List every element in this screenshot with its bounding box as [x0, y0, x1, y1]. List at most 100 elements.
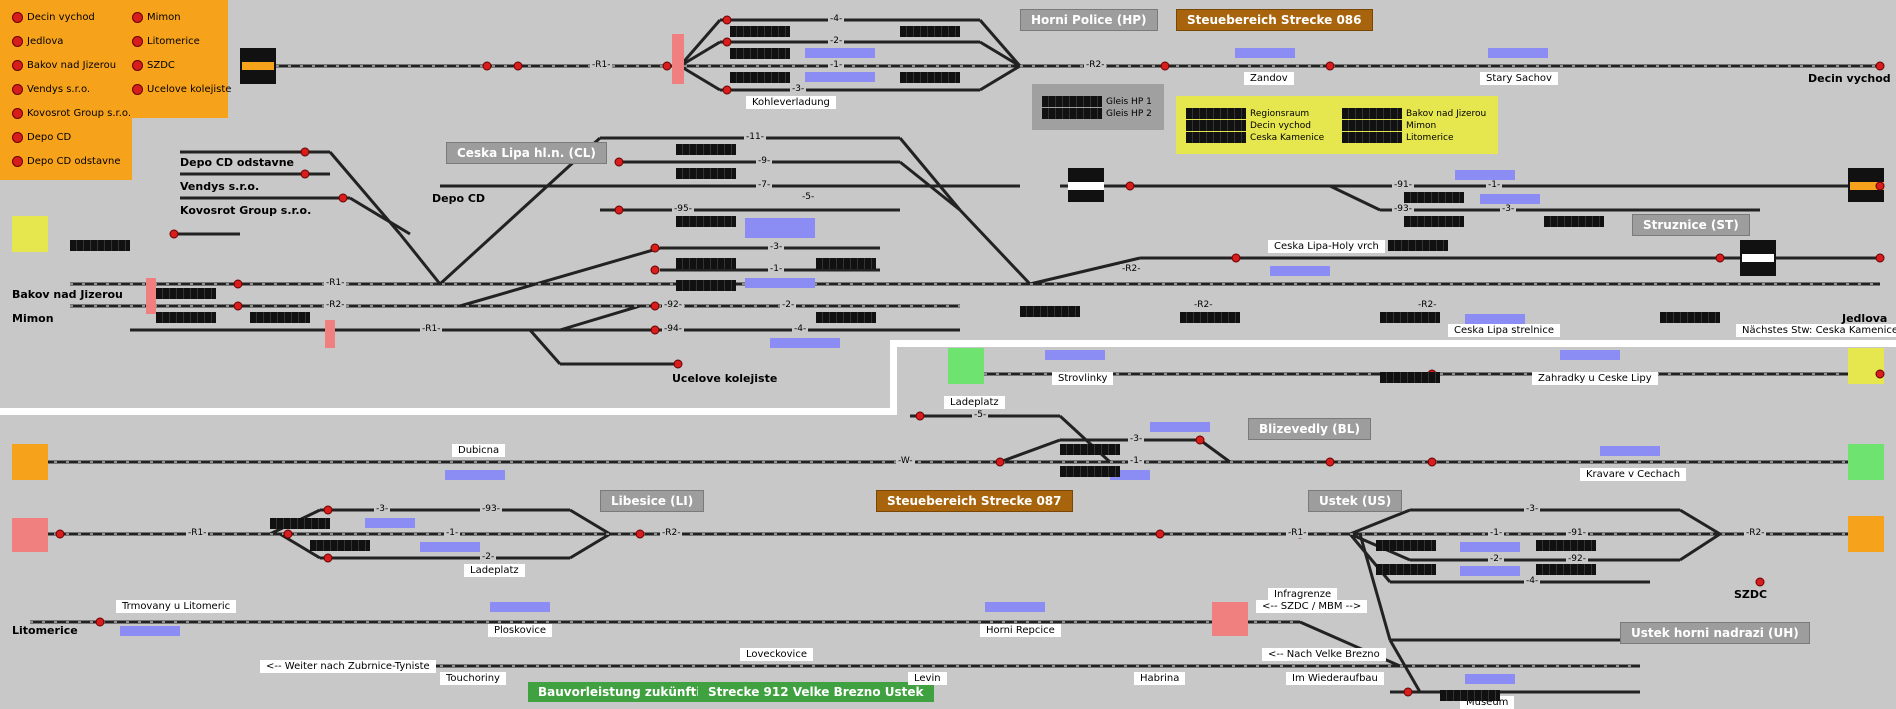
track-label[interactable]: -91- — [1566, 528, 1588, 538]
track-label[interactable]: -2- — [780, 300, 797, 310]
label-jedlova: Jedlova — [1842, 312, 1888, 325]
signal-icon — [12, 132, 23, 143]
track-label[interactable]: -92- — [662, 300, 684, 310]
track-label[interactable]: -3- — [1524, 504, 1541, 514]
station-habrina: Habrina — [1134, 672, 1186, 685]
edge-box-stripe — [1742, 254, 1774, 262]
block-display — [1380, 312, 1440, 323]
station-szdc-mbm: <-- SZDC / MBM --> — [1256, 600, 1368, 613]
signal-icon — [12, 156, 23, 167]
separator — [890, 340, 897, 415]
track-label[interactable]: -W- — [896, 456, 915, 466]
legend-item[interactable]: Kovosrot Group s.r.o. — [12, 108, 131, 119]
region-item[interactable]: Regionsraum — [1186, 108, 1309, 119]
track-label[interactable]: -R2- — [1744, 528, 1767, 538]
track-label[interactable]: -R2- — [324, 300, 347, 310]
track-label[interactable]: -R1- — [1286, 528, 1309, 538]
block-display — [816, 258, 876, 269]
track-label[interactable]: -94- — [662, 324, 684, 334]
station-zahradky: Zahradky u Ceske Lipy — [1532, 372, 1658, 385]
track-label[interactable]: -93- — [480, 504, 502, 514]
legend-item[interactable]: Depo CD — [12, 132, 71, 143]
block-display — [1186, 132, 1246, 143]
track-label[interactable]: -3- — [374, 504, 391, 514]
track-label[interactable]: -1- — [1488, 528, 1505, 538]
track-label[interactable]: -3- — [1128, 434, 1145, 444]
block-display — [1342, 108, 1402, 119]
track-label[interactable]: -R1- — [590, 60, 613, 70]
legend-item[interactable]: Ucelove kolejiste — [132, 84, 231, 95]
track-label[interactable]: -1- — [1486, 180, 1503, 190]
track-label[interactable]: -1- — [444, 528, 461, 538]
track-label[interactable]: -4- — [792, 324, 809, 334]
track-label[interactable]: -11- — [744, 132, 766, 142]
station-ceska-lipa-strelnice: Ceska Lipa strelnice — [1448, 324, 1560, 337]
track-label[interactable]: -R2- — [1416, 300, 1439, 310]
track-label[interactable]: -1- — [768, 264, 785, 274]
edge-box — [1848, 348, 1884, 384]
separator — [0, 408, 890, 415]
track-label[interactable]: -R2- — [1084, 60, 1107, 70]
track-label[interactable]: -3- — [1500, 204, 1517, 214]
title-struznice: Struznice (ST) — [1632, 214, 1750, 236]
track-label[interactable]: -R1- — [324, 278, 347, 288]
track-label[interactable]: -9- — [756, 156, 773, 166]
legend-item[interactable]: Vendys s.r.o. — [12, 84, 90, 95]
block-display — [676, 258, 736, 269]
track-label[interactable]: -R1- — [420, 324, 443, 334]
track-label[interactable]: -4- — [1524, 576, 1541, 586]
region-item[interactable]: Mimon — [1342, 120, 1436, 131]
track-label[interactable]: -R2- — [1192, 300, 1215, 310]
legend-item[interactable]: Bakov nad Jizerou — [12, 60, 116, 71]
track-label[interactable]: -2- — [1488, 554, 1505, 564]
track-label[interactable]: -91- — [1392, 180, 1414, 190]
track-label[interactable]: -1- — [828, 60, 845, 70]
legend-item[interactable]: Jedlova — [12, 36, 63, 47]
track-label[interactable]: -4- — [828, 14, 845, 24]
block-display — [156, 312, 216, 323]
block-display — [1042, 108, 1102, 119]
title-steuer-087: Steuebereich Strecke 087 — [876, 490, 1073, 512]
track-label[interactable]: -2- — [828, 36, 845, 46]
track-label[interactable]: -7- — [756, 180, 773, 190]
signal-icon — [12, 60, 23, 71]
track-label[interactable]: -5- — [800, 192, 817, 202]
block-display — [1440, 690, 1500, 701]
station-stary-sachov: Stary Sachov — [1480, 72, 1558, 85]
track-label[interactable]: -R2- — [660, 528, 683, 538]
legend-item[interactable]: Decin vychod — [12, 12, 95, 23]
track-label[interactable]: -95- — [672, 204, 694, 214]
region-item[interactable]: Bakov nad Jizerou — [1342, 108, 1486, 119]
block-display — [70, 240, 130, 251]
legend-item[interactable]: SZDC — [132, 60, 175, 71]
block-display — [900, 72, 960, 83]
track-label[interactable]: -R1- — [186, 528, 209, 538]
gleis-item[interactable]: Gleis HP 2 — [1042, 108, 1152, 119]
block-display — [1060, 466, 1120, 477]
label-depo-cd-odstavne: Depo CD odstavne — [180, 156, 295, 169]
legend-item[interactable]: Mimon — [132, 12, 181, 23]
track-label[interactable]: -3- — [790, 84, 807, 94]
edge-box-stripe — [1068, 182, 1104, 190]
legend-item[interactable]: Litomerice — [132, 36, 200, 47]
track-label[interactable]: -3- — [768, 242, 785, 252]
title-horni-police: Horni Police (HP) — [1020, 9, 1158, 31]
track-label[interactable]: -1- — [1128, 456, 1145, 466]
station-nach-velke: <-- Nach Velke Brezno — [1262, 648, 1386, 661]
gleis-item[interactable]: Gleis HP 1 — [1042, 96, 1152, 107]
region-item[interactable]: Ceska Kamenice — [1186, 132, 1324, 143]
track-label[interactable]: -R2- — [1120, 264, 1143, 274]
station-ploskovice: Ploskovice — [488, 624, 553, 637]
track-label[interactable]: -5- — [972, 410, 989, 420]
station-im-wiederaufbau: Im Wiederaufbau — [1286, 672, 1384, 685]
station-zandov: Zandov — [1244, 72, 1294, 85]
region-item[interactable]: Decin vychod — [1186, 120, 1311, 131]
signal-icon — [12, 84, 23, 95]
region-item[interactable]: Litomerice — [1342, 132, 1454, 143]
track-label[interactable]: -92- — [1566, 554, 1588, 564]
label-szdc: SZDC — [1734, 588, 1768, 601]
legend-item[interactable]: Depo CD odstavne — [12, 156, 121, 167]
track-label[interactable]: -2- — [480, 552, 497, 562]
track-label[interactable]: -93- — [1392, 204, 1414, 214]
station-kohleverladung: Kohleverladung — [746, 96, 836, 109]
